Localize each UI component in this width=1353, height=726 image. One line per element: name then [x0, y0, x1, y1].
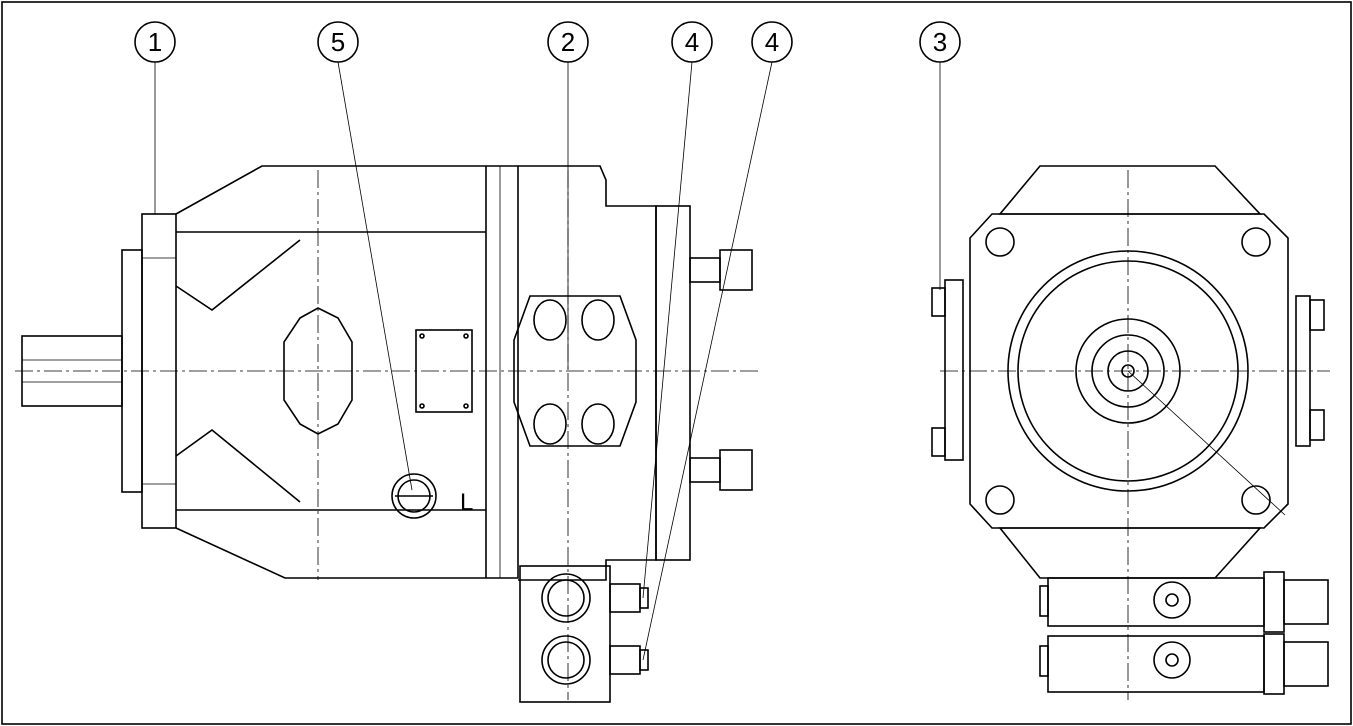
side-view: L [15, 165, 760, 703]
svg-text:3: 3 [933, 27, 947, 57]
front-view [931, 165, 1330, 700]
svg-text:4: 4 [685, 27, 699, 57]
port-label-l: L [460, 489, 473, 516]
svg-text:1: 1 [148, 27, 162, 57]
svg-text:5: 5 [331, 27, 345, 57]
callout-5: 5 [317, 21, 413, 491]
callout-4b: 4 [642, 21, 793, 661]
housing-top [998, 165, 1262, 215]
pressure-flange [513, 295, 637, 447]
square-flange [969, 213, 1289, 529]
svg-text:2: 2 [561, 27, 575, 57]
mounting-flange [141, 213, 177, 529]
nameplate [415, 329, 473, 413]
octagon-port [283, 307, 353, 435]
callout-1: 1 [134, 21, 176, 214]
mounting-hole [985, 227, 1015, 257]
control-valve-block [519, 565, 611, 703]
callout-3: 3 [919, 21, 961, 290]
svg-text:4: 4 [765, 27, 779, 57]
valve-lower [1047, 635, 1265, 693]
valve-upper [1047, 577, 1265, 627]
drain-port-plug [391, 473, 437, 519]
pump-housing [175, 165, 519, 579]
pilot-diameter [1007, 250, 1249, 492]
callout-2: 2 [547, 21, 589, 370]
callout-4a: 4 [642, 21, 713, 599]
shaft-spline [1075, 318, 1181, 424]
